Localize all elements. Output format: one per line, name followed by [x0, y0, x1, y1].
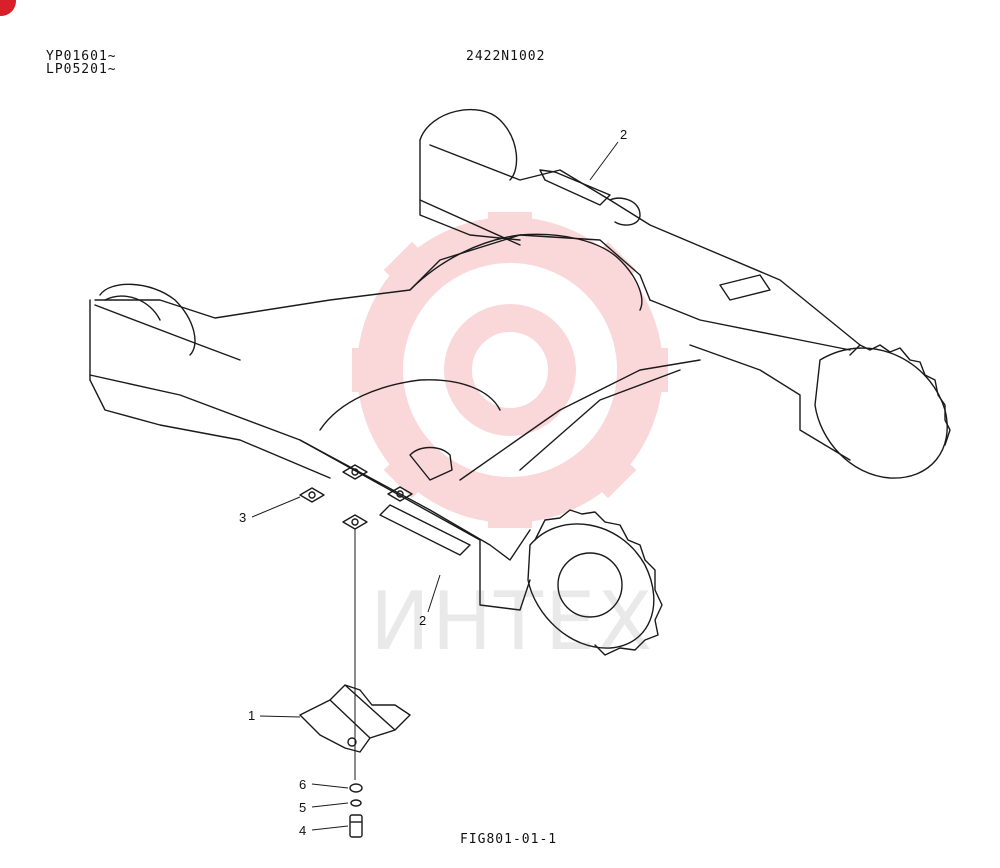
callout-2-top: 2 [620, 127, 628, 142]
callout-1: 1 [248, 708, 256, 723]
watermark-gear-logo [352, 212, 668, 528]
serial-line-1: YP01601~ [46, 49, 117, 64]
part-number: 2422N1002 [466, 49, 546, 64]
figure-caption: FIG801-01-1 [460, 832, 558, 847]
callout-3: 3 [239, 510, 247, 525]
frame-outline [89, 108, 951, 656]
callout-6: 6 [299, 777, 307, 792]
serial-line-2: LP05201~ [46, 62, 117, 77]
fasteners [349, 783, 363, 838]
leader-lines [251, 141, 619, 831]
callout-4: 4 [299, 823, 307, 838]
watermark-text: ИНТЕХ [370, 575, 655, 668]
callout-5: 5 [299, 800, 307, 815]
bracket-part [299, 684, 411, 753]
callout-2-bottom: 2 [419, 613, 427, 628]
